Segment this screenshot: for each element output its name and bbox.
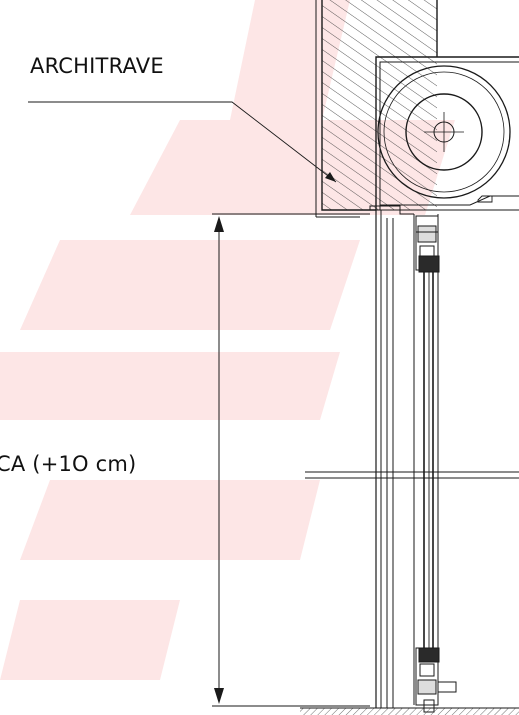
window-frame [369,205,439,708]
top-sash-profile [415,215,440,273]
floor-sill [300,707,519,715]
crosshair-circle-icon [424,112,464,152]
break-lines [305,471,519,479]
architrave-label: ARCHITRAVE [30,54,164,78]
architrave-leader [28,101,337,183]
roller-box [375,56,519,211]
opening-dimension-label: CA (+1O cm) [0,452,137,476]
bottom-sash-profile [415,647,457,713]
opening-dimension-line [212,213,370,707]
